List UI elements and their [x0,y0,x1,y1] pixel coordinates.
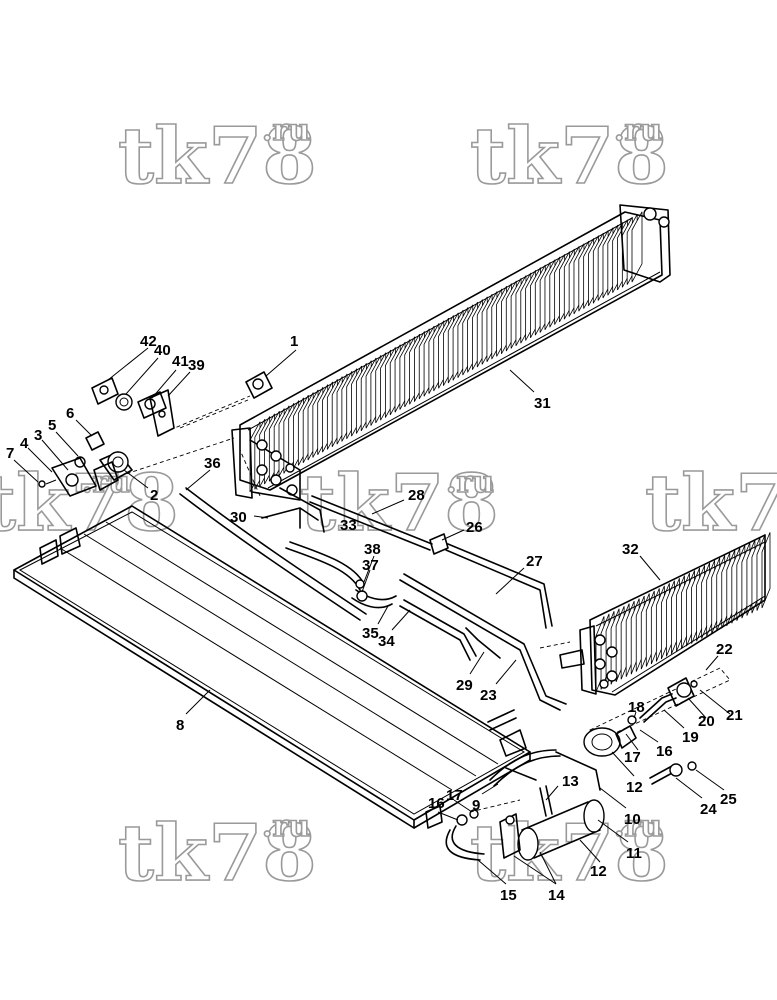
callout-4: 4 [20,435,29,452]
callout-5: 5 [48,417,56,434]
callout-25: 25 [720,791,737,808]
callout-35: 35 [362,625,379,642]
callout-41: 41 [172,353,189,370]
watermark-bottom-left: tk78 .ru [117,807,317,900]
callout-12b: 12 [590,863,607,880]
callout-40: 40 [154,342,171,359]
callout-10: 10 [624,811,641,828]
watermark-mid-right: tk78 [644,457,777,550]
callout-36: 36 [204,455,221,472]
svg-text:tk78: tk78 [118,808,317,899]
condenser-frame [13,505,531,829]
callout-31: 31 [534,395,551,412]
callout-38: 38 [364,541,381,558]
callout-20: 20 [698,713,715,730]
callout-37: 37 [362,557,379,574]
callout-27: 27 [526,553,543,570]
callout-8: 8 [176,717,184,734]
callout-18: 18 [628,699,645,716]
callout-15: 15 [500,887,517,904]
svg-text:tk78: tk78 [470,808,669,899]
evaporator-coil-small-fins [595,532,771,693]
svg-text:tk78: tk78 [118,111,317,202]
svg-text:.ru: .ru [614,113,662,148]
callout-1: 1 [290,333,298,350]
svg-text:.ru: .ru [262,113,310,148]
callout-12a: 12 [626,779,643,796]
callout-28: 28 [408,487,425,504]
callout-24: 24 [700,801,717,818]
callout-39: 39 [188,357,205,374]
callout-34: 34 [378,633,395,650]
callout-13: 13 [562,773,579,790]
callout-6: 6 [66,405,74,422]
callout-16b: 16 [656,743,673,760]
callouts: 1 42 40 41 39 6 5 3 4 7 2 36 30 [6,333,743,904]
callout-26: 26 [466,519,483,536]
callout-42: 42 [140,333,157,350]
callout-14: 14 [548,887,565,904]
svg-text:.ru: .ru [446,465,494,500]
callout-22: 22 [716,641,733,658]
callout-17b: 17 [624,749,641,766]
callout-17a: 17 [446,787,463,804]
callout-33: 33 [340,517,357,534]
callout-9: 9 [472,797,480,814]
callout-29: 29 [456,677,473,694]
callout-30: 30 [230,509,247,526]
svg-text:tk78: tk78 [645,458,777,549]
coil-large-fin-79 [631,211,643,283]
center-hoses [179,449,571,711]
watermark-top-left: tk78 .ru [117,110,317,203]
svg-text:.ru: .ru [262,809,310,844]
callout-21: 21 [726,707,743,724]
callout-11: 11 [626,845,642,862]
watermark-top-right: tk78 .ru [469,110,669,203]
svg-text:tk78: tk78 [470,111,669,202]
upper-brackets [91,371,273,477]
callout-23: 23 [480,687,497,704]
watermark-bottom-right: tk78 .ru [469,807,669,900]
evaporator-coil-small [559,532,771,696]
callout-16a: 16 [428,795,445,812]
callout-7: 7 [6,445,14,462]
evaporator-coil-large [231,204,671,501]
callout-19: 19 [682,729,699,746]
watermark-group: tk78 .ru tk78 .ru tk78 .ru tk78 .ru tk78… [0,110,777,900]
callout-2: 2 [150,487,158,504]
callout-3: 3 [34,427,42,444]
coil-small-fin-33 [761,532,771,609]
left-fittings [38,431,133,497]
receiver-assembly [445,749,605,861]
callout-32: 32 [622,541,639,558]
evaporator-coil-large-fins [249,211,643,493]
